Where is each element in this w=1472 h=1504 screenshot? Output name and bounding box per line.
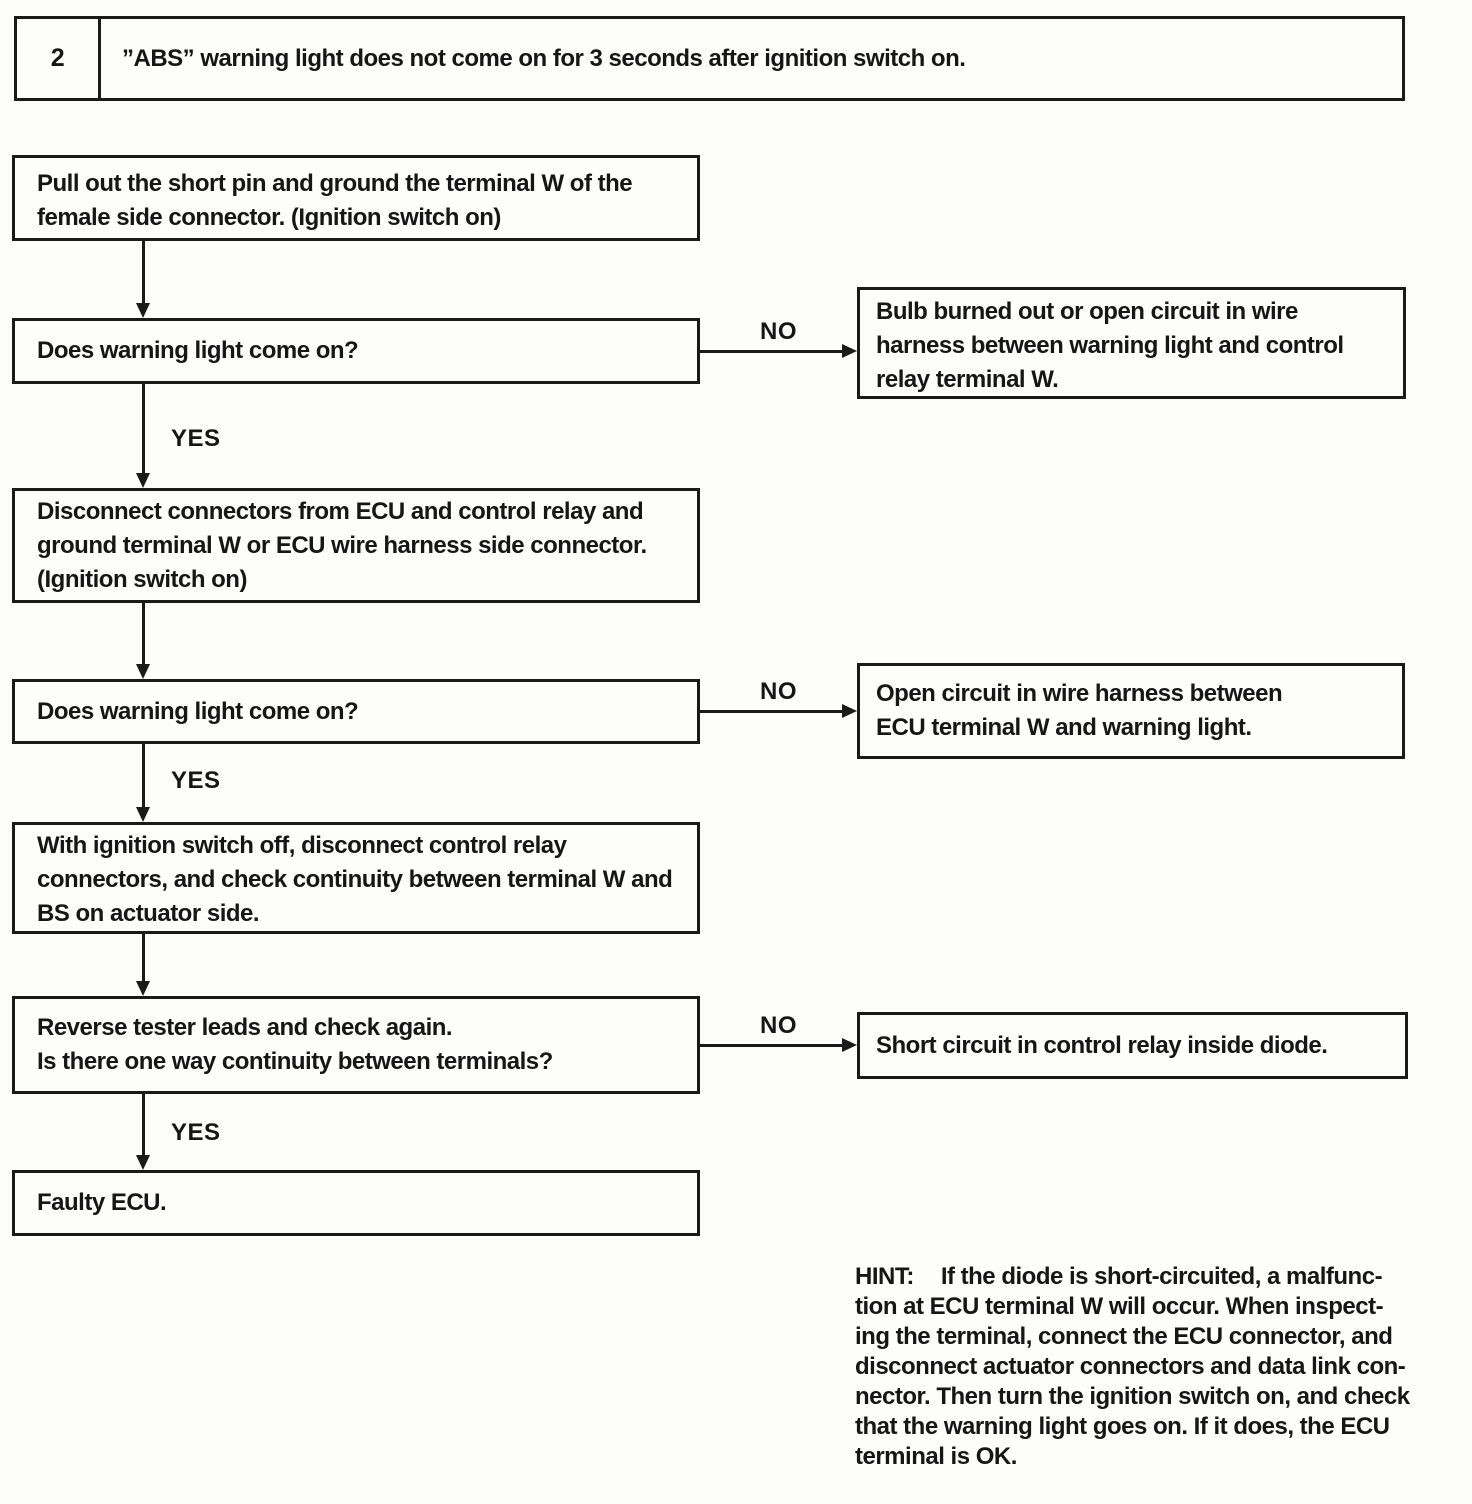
connector-line [700, 710, 843, 713]
label-no-2: NO [760, 678, 797, 705]
box-open-circuit: Open circuit in wire harness between ECU… [857, 663, 1405, 759]
arrow-down-icon [136, 981, 150, 996]
arrow-right-icon [842, 704, 857, 718]
box-disconnect-connectors: Disconnect connectors from ECU and contr… [12, 488, 700, 603]
text-line: Pull out the short pin and ground the te… [37, 170, 633, 197]
text-line: Does warning light come on? [37, 337, 359, 364]
box-pull-out-short-pin: Pull out the short pin and ground the te… [12, 155, 700, 241]
hint-line-4: disconnect actuator connectors and data … [855, 1353, 1406, 1380]
connector-line [142, 603, 145, 665]
hint-line-5: nector. Then turn the ignition switch on… [855, 1383, 1410, 1410]
hint-line-3: ing the terminal, connect the ECU connec… [855, 1323, 1393, 1350]
connector-line [142, 744, 145, 808]
fault-number: 2 [17, 19, 101, 98]
text-line: ECU terminal W and warning light. [876, 714, 1252, 741]
label-no-1: NO [760, 318, 797, 345]
arrow-down-icon [136, 473, 150, 488]
fault-header: 2 ”ABS” warning light does not come on f… [14, 16, 1405, 101]
hint-line-1: HINT: If the diode is short-circuited, a … [855, 1262, 1455, 1292]
box-reverse-tester-leads: Reverse tester leads and check again. Is… [12, 996, 700, 1094]
box-check-continuity: With ignition switch off, disconnect con… [12, 822, 700, 934]
arrow-right-icon [842, 1038, 857, 1052]
text-line: Reverse tester leads and check again. [37, 1014, 453, 1041]
arrow-down-icon [136, 807, 150, 822]
arrow-down-icon [136, 1155, 150, 1170]
hint-line-1-text: If the diode is short-circuited, a malfu… [940, 1263, 1383, 1290]
hint-line-6: that the warning light goes on. If it do… [855, 1413, 1390, 1440]
text-line: Disconnect connectors from ECU and contr… [37, 498, 644, 525]
label-yes-1: YES [171, 425, 221, 452]
connector-line [142, 241, 145, 304]
text-line: connectors, and check continuity between… [37, 866, 673, 893]
box-bulb-burned-out: Bulb burned out or open circuit in wire … [857, 287, 1406, 399]
hint-text: HINT: If the diode is short-circuited, a … [855, 1262, 1455, 1472]
box-short-circuit-diode: Short circuit in control relay inside di… [857, 1012, 1408, 1079]
arrow-down-icon [136, 664, 150, 679]
text-line: BS on actuator side. [37, 900, 260, 927]
text-line: (Ignition switch on) [37, 566, 247, 593]
box-warning-light-question-2: Does warning light come on? [12, 679, 700, 744]
fault-title: ”ABS” warning light does not come on for… [122, 44, 966, 72]
text-line: harness between warning light and contro… [876, 332, 1344, 359]
arrow-right-icon [842, 344, 857, 358]
text-line: Open circuit in wire harness between [876, 680, 1283, 707]
hint-line-7: terminal is OK. [855, 1443, 1017, 1470]
label-no-3: NO [760, 1012, 797, 1039]
hint-label: HINT: [855, 1263, 914, 1290]
connector-line [142, 384, 145, 474]
connector-line [142, 934, 145, 982]
text-line: With ignition switch off, disconnect con… [37, 832, 567, 859]
hint-line-2: tion at ECU terminal W will occur. When … [855, 1293, 1384, 1320]
text-line: Does warning light come on? [37, 697, 359, 725]
label-yes-2: YES [171, 767, 221, 794]
text-line: female side connector. (Ignition switch … [37, 204, 501, 231]
text-line: relay terminal W. [876, 366, 1059, 393]
text-line: Bulb burned out or open circuit in wire [876, 298, 1298, 325]
text-line: Short circuit in control relay inside di… [876, 1031, 1328, 1059]
text-line: ground terminal W or ECU wire harness si… [37, 532, 647, 559]
box-faulty-ecu: Faulty ECU. [12, 1170, 700, 1236]
connector-line [142, 1094, 145, 1156]
label-yes-3: YES [171, 1119, 221, 1146]
arrow-down-icon [136, 303, 150, 318]
connector-line [700, 350, 843, 353]
text-line: Faulty ECU. [37, 1189, 167, 1216]
connector-line [700, 1044, 843, 1047]
text-line: Is there one way continuity between term… [37, 1048, 553, 1075]
box-warning-light-question-1: Does warning light come on? [12, 318, 700, 384]
